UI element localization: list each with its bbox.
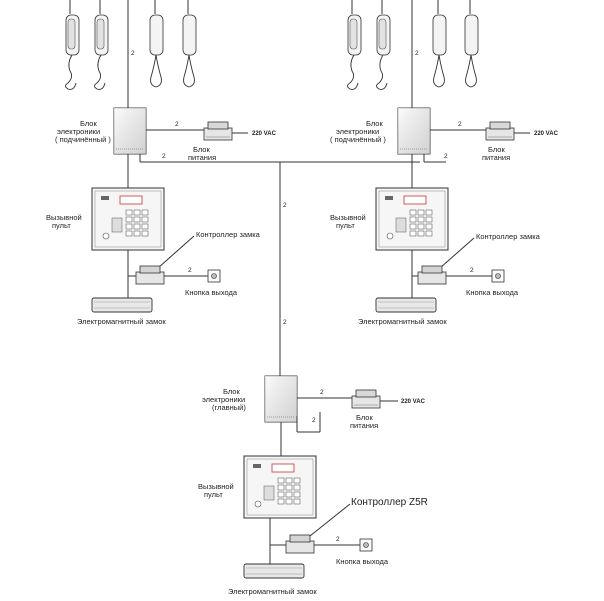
svg-text:2: 2 xyxy=(415,50,419,57)
call-panel-icon xyxy=(375,187,449,251)
left-subsystem: 2 Блок электроники ( подчинённый ) 2 220… xyxy=(46,0,420,326)
lock-controller-label: Контроллер замка xyxy=(196,230,261,239)
exit-button-icon[interactable] xyxy=(491,269,505,283)
svg-text:2: 2 xyxy=(162,153,166,160)
wire-count: 2 xyxy=(131,50,135,57)
master-unit-label: Блок электроники (главный) xyxy=(202,387,247,412)
voltage-label: 220 VAC xyxy=(252,131,277,137)
master-electronics-block xyxy=(264,375,298,423)
svg-text:2: 2 xyxy=(283,319,287,326)
svg-text:2: 2 xyxy=(444,153,448,160)
power-supply-icon xyxy=(203,121,233,141)
exit-button-icon[interactable] xyxy=(359,538,373,552)
power-supply-icon xyxy=(485,121,515,141)
svg-text:Контроллер замка: Контроллер замка xyxy=(476,232,541,241)
lock-controller-icon xyxy=(417,265,447,285)
handset-icon xyxy=(65,14,80,90)
svg-text:2: 2 xyxy=(175,121,179,128)
svg-text:2: 2 xyxy=(188,267,192,274)
em-lock-icon xyxy=(243,563,305,579)
call-panel-label: Вызывной пульт xyxy=(330,213,368,230)
svg-text:2: 2 xyxy=(336,536,340,543)
controller-z5r-icon xyxy=(285,534,315,554)
svg-text:Электромагнитный замок: Электромагнитный замок xyxy=(228,587,317,596)
slave-electronics-block xyxy=(397,107,431,155)
slave-unit-label: Блок электроники ( подчинённый ) xyxy=(55,119,111,144)
svg-text:2: 2 xyxy=(312,417,316,424)
svg-text:Кнопка выхода: Кнопка выхода xyxy=(336,557,389,566)
handset-icon xyxy=(376,14,391,90)
svg-text:2: 2 xyxy=(470,267,474,274)
handset-icon xyxy=(94,14,109,90)
svg-text:2: 2 xyxy=(320,389,324,396)
power-supply-label: Блок питания xyxy=(188,145,216,162)
svg-text:220 VAC: 220 VAC xyxy=(401,399,426,405)
controller-z5r-label: Контроллер Z5R xyxy=(351,497,428,508)
call-panel-label: Вызывной пульт xyxy=(198,482,236,499)
handset-icon xyxy=(347,14,362,90)
em-lock-icon xyxy=(375,297,437,313)
svg-text:Кнопка выхода: Кнопка выхода xyxy=(466,288,519,297)
call-panel-icon xyxy=(91,187,165,251)
power-supply-label: Блок питания xyxy=(482,145,510,162)
slave-unit-label: Блок электроники ( подчинённый ) xyxy=(330,119,386,144)
master-subsystem: Блок электроники (главный) 2 220 VAC Бло… xyxy=(198,375,428,596)
em-lock-label: Электромагнитный замок xyxy=(77,317,166,326)
lock-controller-icon xyxy=(135,265,165,285)
handset-icon xyxy=(182,14,197,88)
handset-icon xyxy=(432,14,447,88)
call-panel-icon xyxy=(243,455,317,519)
right-subsystem: 2 Блок электроники ( подчинённый ) 2 220… xyxy=(330,0,559,326)
handset-icon xyxy=(464,14,479,88)
power-supply-icon xyxy=(351,389,381,409)
em-lock-icon xyxy=(91,297,153,313)
call-panel-label: Вызывной пульт xyxy=(46,213,84,230)
slave-electronics-block xyxy=(113,107,147,155)
svg-text:Электромагнитный замок: Электромагнитный замок xyxy=(358,317,447,326)
svg-text:2: 2 xyxy=(283,202,287,209)
svg-text:2: 2 xyxy=(458,121,462,128)
svg-text:220 VAC: 220 VAC xyxy=(534,131,559,137)
power-supply-label: Блок питания xyxy=(350,413,378,430)
exit-button-label: Кнопка выхода xyxy=(185,288,238,297)
exit-button-icon[interactable] xyxy=(207,269,221,283)
handset-icon xyxy=(149,14,164,88)
